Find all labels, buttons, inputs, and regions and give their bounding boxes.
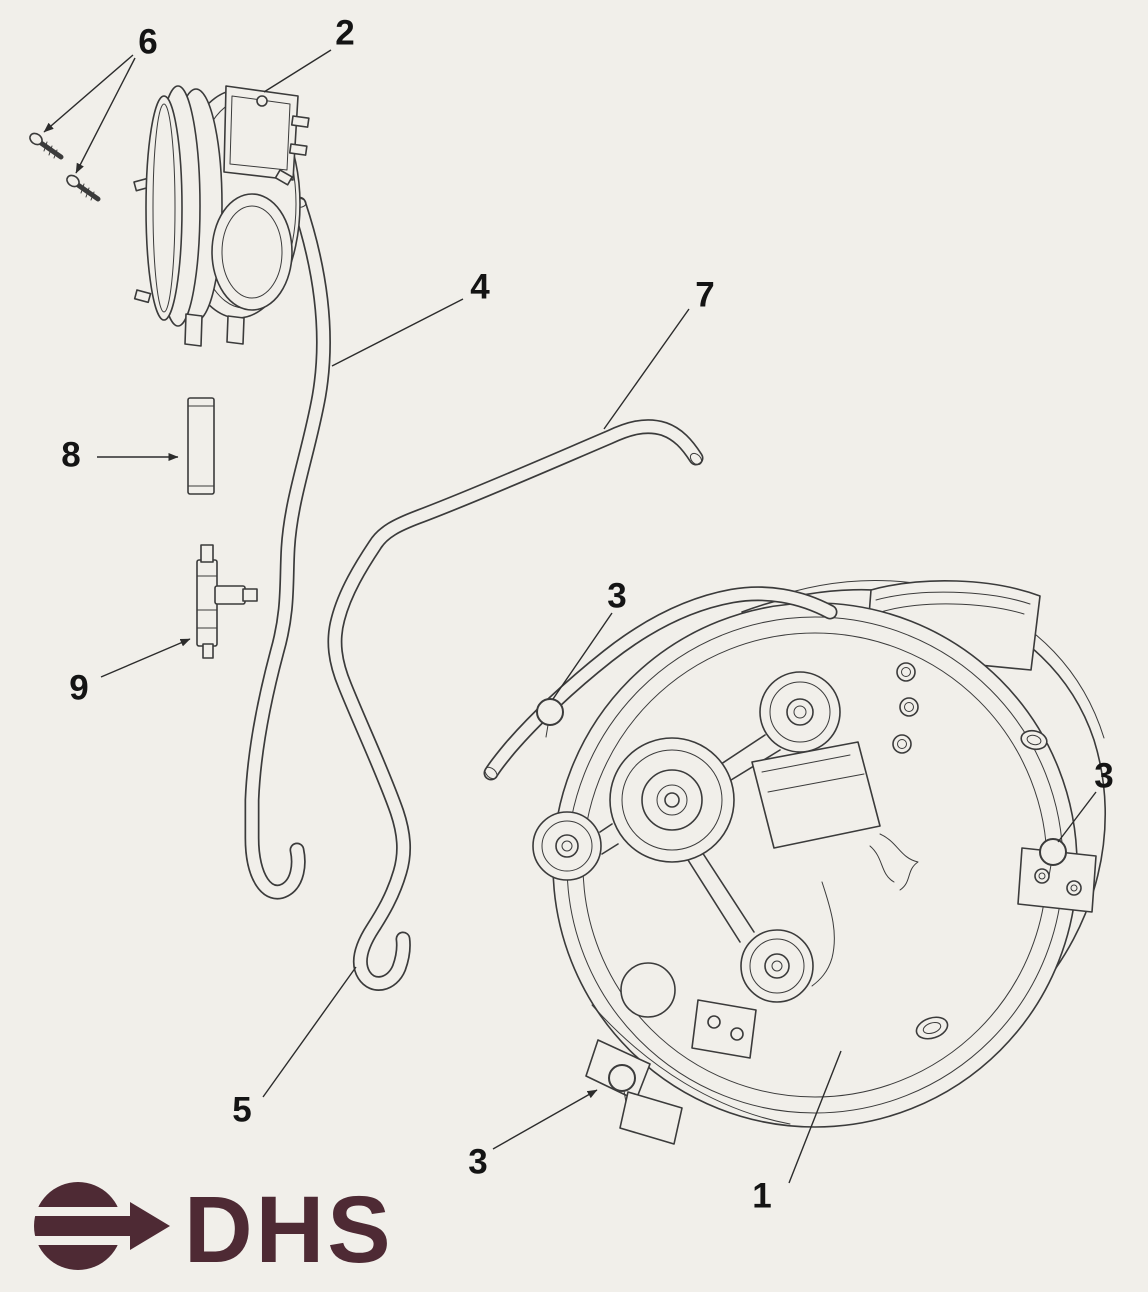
callout-4: 4 [470,267,490,307]
callout-9: 9 [69,668,89,708]
callout-8: 8 [61,435,81,475]
callout-3-lower: 3 [468,1142,488,1182]
grommets [536,698,1067,1103]
tee-connector [196,544,258,659]
callout-3-right: 3 [1094,756,1114,796]
inducer-blower-assembly [532,580,1106,1145]
dhs-logo-mark-icon [26,1182,170,1270]
callout-7: 7 [695,275,715,315]
callout-2: 2 [335,13,355,53]
callout-1: 1 [752,1176,772,1216]
straight-tube-piece [187,397,215,495]
dhs-logo-art: DHS [26,1177,394,1283]
callout-5: 5 [232,1090,252,1130]
leader-lines [43,49,1097,1184]
dhs-logo-text: DHS [184,1177,394,1280]
mounting-screws [29,132,101,202]
dhs-logo: DHS [16,1174,416,1283]
blower-tube [483,586,838,781]
callout-6: 6 [138,22,158,62]
long-tube [327,419,704,991]
pressure-switch [133,85,310,347]
callout-3-upper: 3 [607,576,627,616]
